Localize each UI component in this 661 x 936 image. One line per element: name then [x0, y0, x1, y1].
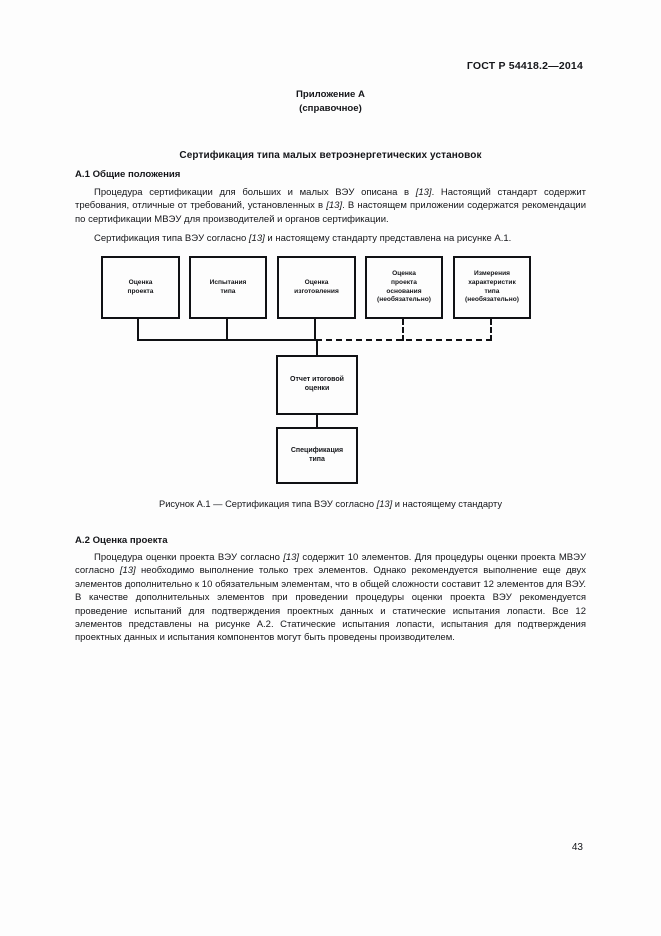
- node-line: (необязательно): [465, 296, 519, 304]
- connector-manufacturing-evaluation: [314, 319, 317, 341]
- node-final-evaluation-report: Отчет итоговой оценки: [276, 355, 358, 415]
- node-line: проекта: [127, 287, 154, 295]
- node-line: оценки: [304, 385, 330, 392]
- figure-caption-prefix: Рисунок А.1 —: [159, 499, 223, 509]
- connector-type-characteristics: [490, 319, 492, 341]
- node-line: Оценка: [304, 278, 329, 286]
- node-type-characteristics: Измерения характеристик типа (необязател…: [453, 256, 531, 319]
- section-heading-a1: А.1 Общие положения: [75, 169, 181, 180]
- node-line: проекта: [391, 278, 417, 286]
- node-line: характеристик: [468, 278, 516, 286]
- node-line: типа: [309, 455, 325, 463]
- section-heading-a2: А.2 Оценка проекта: [75, 535, 168, 546]
- node-line: Отчет итоговой: [290, 376, 344, 384]
- figure-caption: Рисунок А.1 — Сертификация типа ВЭУ согл…: [0, 499, 661, 509]
- connector-design-assessment: [137, 319, 140, 341]
- node-line: Оценка: [128, 278, 153, 286]
- running-head: ГОСТ Р 54418.2—2014: [466, 60, 583, 72]
- connector-report-to-specification: [316, 415, 319, 428]
- node-line: Оценка: [392, 270, 416, 278]
- node-line: изготовления: [294, 287, 339, 295]
- page-number: 43: [571, 842, 583, 853]
- node-manufacturing-evaluation: Оценка изготовления: [277, 256, 356, 319]
- connector-type-testing: [226, 319, 229, 341]
- node-line: типа: [484, 287, 500, 295]
- page-title: Сертификация типа малых ветроэнергетичес…: [179, 150, 482, 161]
- node-type-specification: Спецификация типа: [276, 427, 358, 484]
- node-line: Измерения: [474, 270, 510, 278]
- paragraph-a2-1-text: Процедура оценки проекта ВЭУ согласно [1…: [75, 552, 586, 644]
- figure-caption-text: Сертификация типа ВЭУ согласно: [225, 499, 375, 509]
- annex-label: Приложение А: [296, 89, 365, 100]
- paragraph-a1-2: Сертификация типа ВЭУ согласно [13] и на…: [75, 232, 586, 245]
- connector-bus-dashed: [316, 339, 492, 341]
- connector-bus-to-report: [316, 338, 319, 356]
- connector-bus-solid: [137, 338, 316, 342]
- paragraph-a2-1: Процедура оценки проекта ВЭУ согласно [1…: [75, 551, 586, 645]
- paragraph-a1-1-text: Процедура сертификации для больших и мал…: [75, 187, 587, 225]
- node-line: основания: [386, 287, 422, 295]
- node-line: Испытания: [209, 278, 247, 286]
- node-line: типа: [220, 287, 236, 295]
- connector-foundation-design: [402, 319, 404, 341]
- paragraph-a1-1: Процедура сертификации для больших и мал…: [75, 186, 586, 226]
- paragraph-a1-2-text: Сертификация типа ВЭУ согласно [13] и на…: [94, 233, 512, 244]
- figure-caption-tail: и настоящему стандарту: [394, 499, 502, 509]
- node-line: (необязательно): [377, 296, 431, 304]
- node-line: Спецификация: [290, 446, 344, 454]
- annex-kind: (справочное): [299, 103, 362, 114]
- figure-caption-reference: [13]: [376, 499, 393, 509]
- node-foundation-design: Оценка проекта основания (необязательно): [365, 256, 443, 319]
- annex-heading: Приложение А (справочное): [0, 88, 661, 116]
- node-design-assessment: Оценка проекта: [101, 256, 180, 319]
- node-type-testing: Испытания типа: [189, 256, 267, 319]
